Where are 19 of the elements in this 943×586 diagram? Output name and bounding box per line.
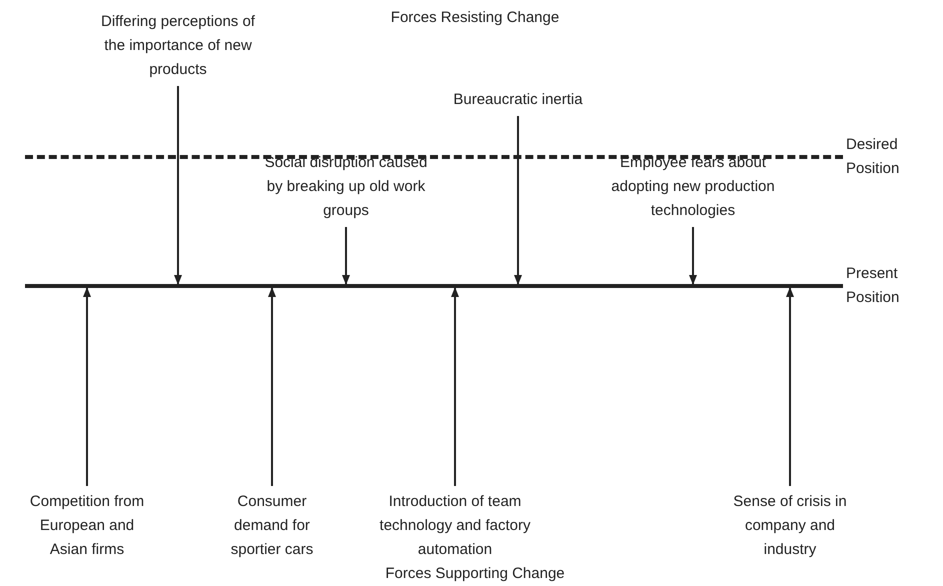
force-arrow <box>689 227 697 285</box>
force-label: Competition from European and Asian firms <box>20 490 154 562</box>
force-arrow <box>83 287 91 486</box>
position-label: Present Position <box>846 264 900 308</box>
diagram-caption: Forces Supporting Change <box>384 564 566 584</box>
force-label: Sense of crisis in company and industry <box>731 490 849 562</box>
force-label: Consumer demand for sportier cars <box>222 490 322 562</box>
force-arrow <box>342 227 350 285</box>
force-arrow <box>786 287 794 486</box>
force-arrow <box>451 287 459 486</box>
diagram-title: Forces Resisting Change <box>390 8 560 28</box>
force-arrow <box>514 116 522 285</box>
force-label: Bureaucratic inertia <box>408 88 628 112</box>
force-arrow <box>174 86 182 285</box>
position-label: Desired Position <box>846 135 900 179</box>
present-position-line <box>25 284 843 288</box>
force-label: Introduction of team technology and factory automation <box>378 490 532 562</box>
force-arrow <box>268 287 276 486</box>
force-label: Differing perceptions of the importance of new products <box>96 10 260 82</box>
